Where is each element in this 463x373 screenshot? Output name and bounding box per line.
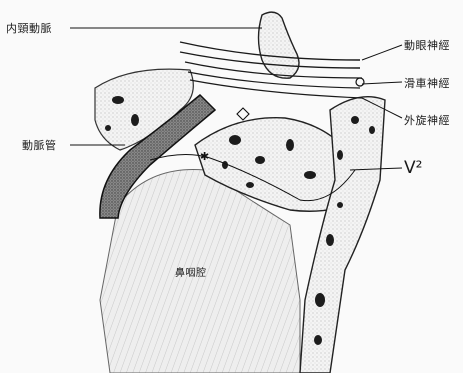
label-abducens: 外旋神經 xyxy=(404,112,450,128)
label-oculomotor: 動眼神經 xyxy=(404,37,450,53)
label-nasal-cavity: 鼻咽腔 xyxy=(175,264,207,279)
label-carotid-canal: 動脈管 xyxy=(22,137,57,153)
label-v2: V² xyxy=(404,158,422,178)
label-internal-carotid: 内頸動脈 xyxy=(6,20,52,36)
label-trochlear: 滑車神經 xyxy=(404,75,450,91)
